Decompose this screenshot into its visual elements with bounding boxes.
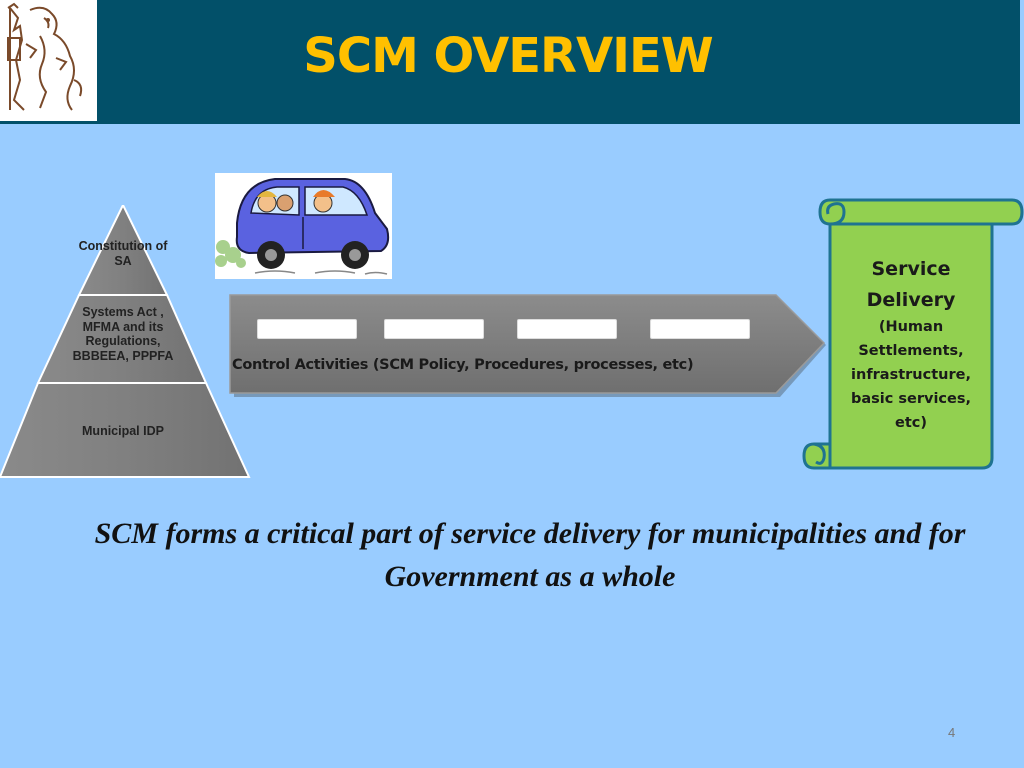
pyramid-label-legislation: Systems Act , MFMA and its Regulations, …	[72, 305, 174, 363]
pyramid-label-constitution: Constitution of SA	[78, 239, 168, 268]
logo	[0, 0, 97, 121]
key-statement: SCM forms a critical part of service del…	[94, 517, 966, 593]
control-gate-1	[257, 319, 357, 339]
heraldic-lion-crest-icon	[7, 2, 83, 111]
service-delivery-scroll	[802, 198, 1024, 470]
page-title: SCM OVERVIEW	[303, 28, 713, 84]
page-number: 4	[948, 725, 956, 740]
pyramid-diagram	[0, 205, 251, 478]
blue-car-passengers-icon	[215, 173, 392, 279]
pyramid-label-idp: Municipal IDP	[82, 424, 164, 438]
pyramid-tier-bottom	[0, 382, 251, 478]
process-arrow	[229, 294, 826, 397]
control-gate-4	[650, 319, 750, 339]
service-delivery-title: Service Delivery	[866, 258, 956, 311]
service-delivery-subtitle: (Human Settlements, infrastructure, basi…	[850, 319, 971, 431]
control-gate-2	[384, 319, 484, 339]
slide-header: SCM OVERVIEW	[0, 0, 1020, 124]
control-gate-3	[517, 319, 617, 339]
control-activities-label: Control Activities (SCM Policy, Procedur…	[232, 357, 694, 373]
